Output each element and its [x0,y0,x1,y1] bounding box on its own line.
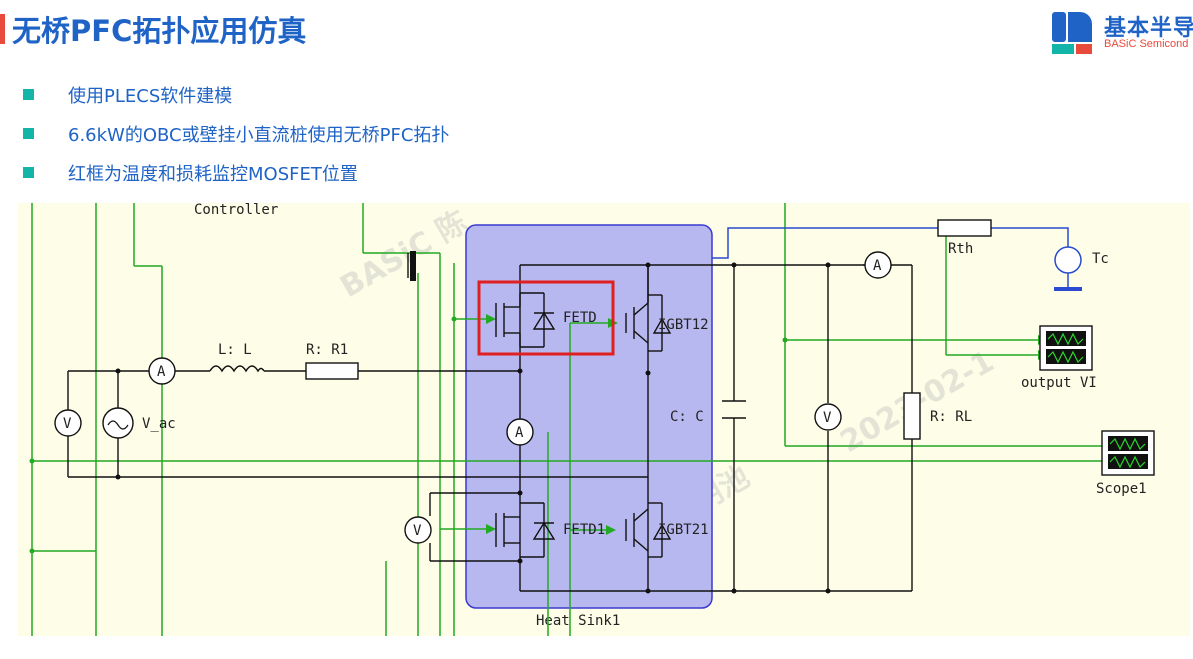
voltmeter-input[interactable]: V [54,409,82,437]
capacitor[interactable] [722,400,746,419]
scope-output-vi[interactable] [1039,325,1093,371]
fet-top-label: FETD [563,310,597,326]
controller-label: Controller [194,203,278,218]
igbt-top[interactable] [625,265,672,352]
junction-dots [115,262,831,594]
heatsink-label: Heat Sink1 [536,613,620,629]
signal-dots [29,316,788,554]
resistor-r1[interactable] [305,362,359,380]
logo-name: 基本半导 [1104,16,1193,41]
igbt-bottom-label: IGBT21 [658,522,709,538]
source-label: V_ac [142,416,176,432]
bullet-text: 使用PLECS软件建模 [68,86,233,107]
scope1[interactable] [1101,430,1155,476]
title-accent-bar [0,14,5,44]
scope1-label: Scope1 [1096,481,1147,497]
rth-label: Rth [948,241,973,257]
mosfet-bottom[interactable] [495,502,556,558]
scope-output-label: output VI [1021,375,1097,391]
heatsink-region[interactable] [465,224,713,609]
temp-source[interactable] [1054,246,1082,274]
page-title: 无桥PFC拓扑应用仿真 [12,14,307,48]
svg-text:A: A [873,258,882,274]
company-logo: 基本半导 BASiC Semicond [1050,8,1193,54]
bullet-square-icon [23,89,34,100]
logo-subtitle: BASiC Semicond [1104,38,1189,50]
ac-source[interactable] [102,407,134,439]
bullet-text: 红框为温度和损耗监控MOSFET位置 [68,164,358,185]
resistor-label: R: R1 [306,342,348,358]
svg-text:V: V [63,416,72,432]
bullet-square-icon [23,167,34,178]
voltmeter-output[interactable]: V [814,403,842,431]
demux-block[interactable] [410,251,416,281]
thermal-resistor[interactable] [937,219,992,237]
inductor-symbol[interactable] [209,365,265,373]
svg-text:A: A [515,425,524,441]
fet-bottom-label: FETD1 [563,522,605,538]
mosfet-top[interactable] [495,292,556,348]
ammeter-output[interactable]: A [864,251,892,279]
inductor-label: L: L [218,342,252,358]
svg-text:V: V [413,523,422,539]
logo-mark-icon [1052,12,1092,54]
svg-text:V: V [823,410,832,426]
capacitor-label: C: C [670,409,704,425]
igbt-bottom[interactable] [625,502,672,558]
voltmeter-fet[interactable]: V [404,516,432,544]
thermal-wire [991,227,1069,248]
igbt-top-label: IGBT12 [658,317,709,333]
bullet-text: 6.6kW的OBC或壁挂小直流桩使用无桥PFC拓扑 [68,125,450,146]
signal-wires [31,203,1108,636]
ammeter-leg[interactable]: A [506,418,534,446]
ammeter-input[interactable]: A [148,357,176,385]
load-resistor[interactable] [903,392,921,440]
svg-text:A: A [157,364,166,380]
watermark-text: BASiC 陈 [335,204,474,305]
plecs-schematic-canvas[interactable]: BASiC 陈 2023-02-1 BASiC 陈明池 Heat Sink1 [18,203,1190,636]
tc-label: Tc [1092,251,1109,267]
load-label: R: RL [930,409,972,425]
thermal-wire [712,227,938,259]
bullet-square-icon [23,128,34,139]
power-wires [67,253,913,592]
highlight-box [477,280,615,356]
